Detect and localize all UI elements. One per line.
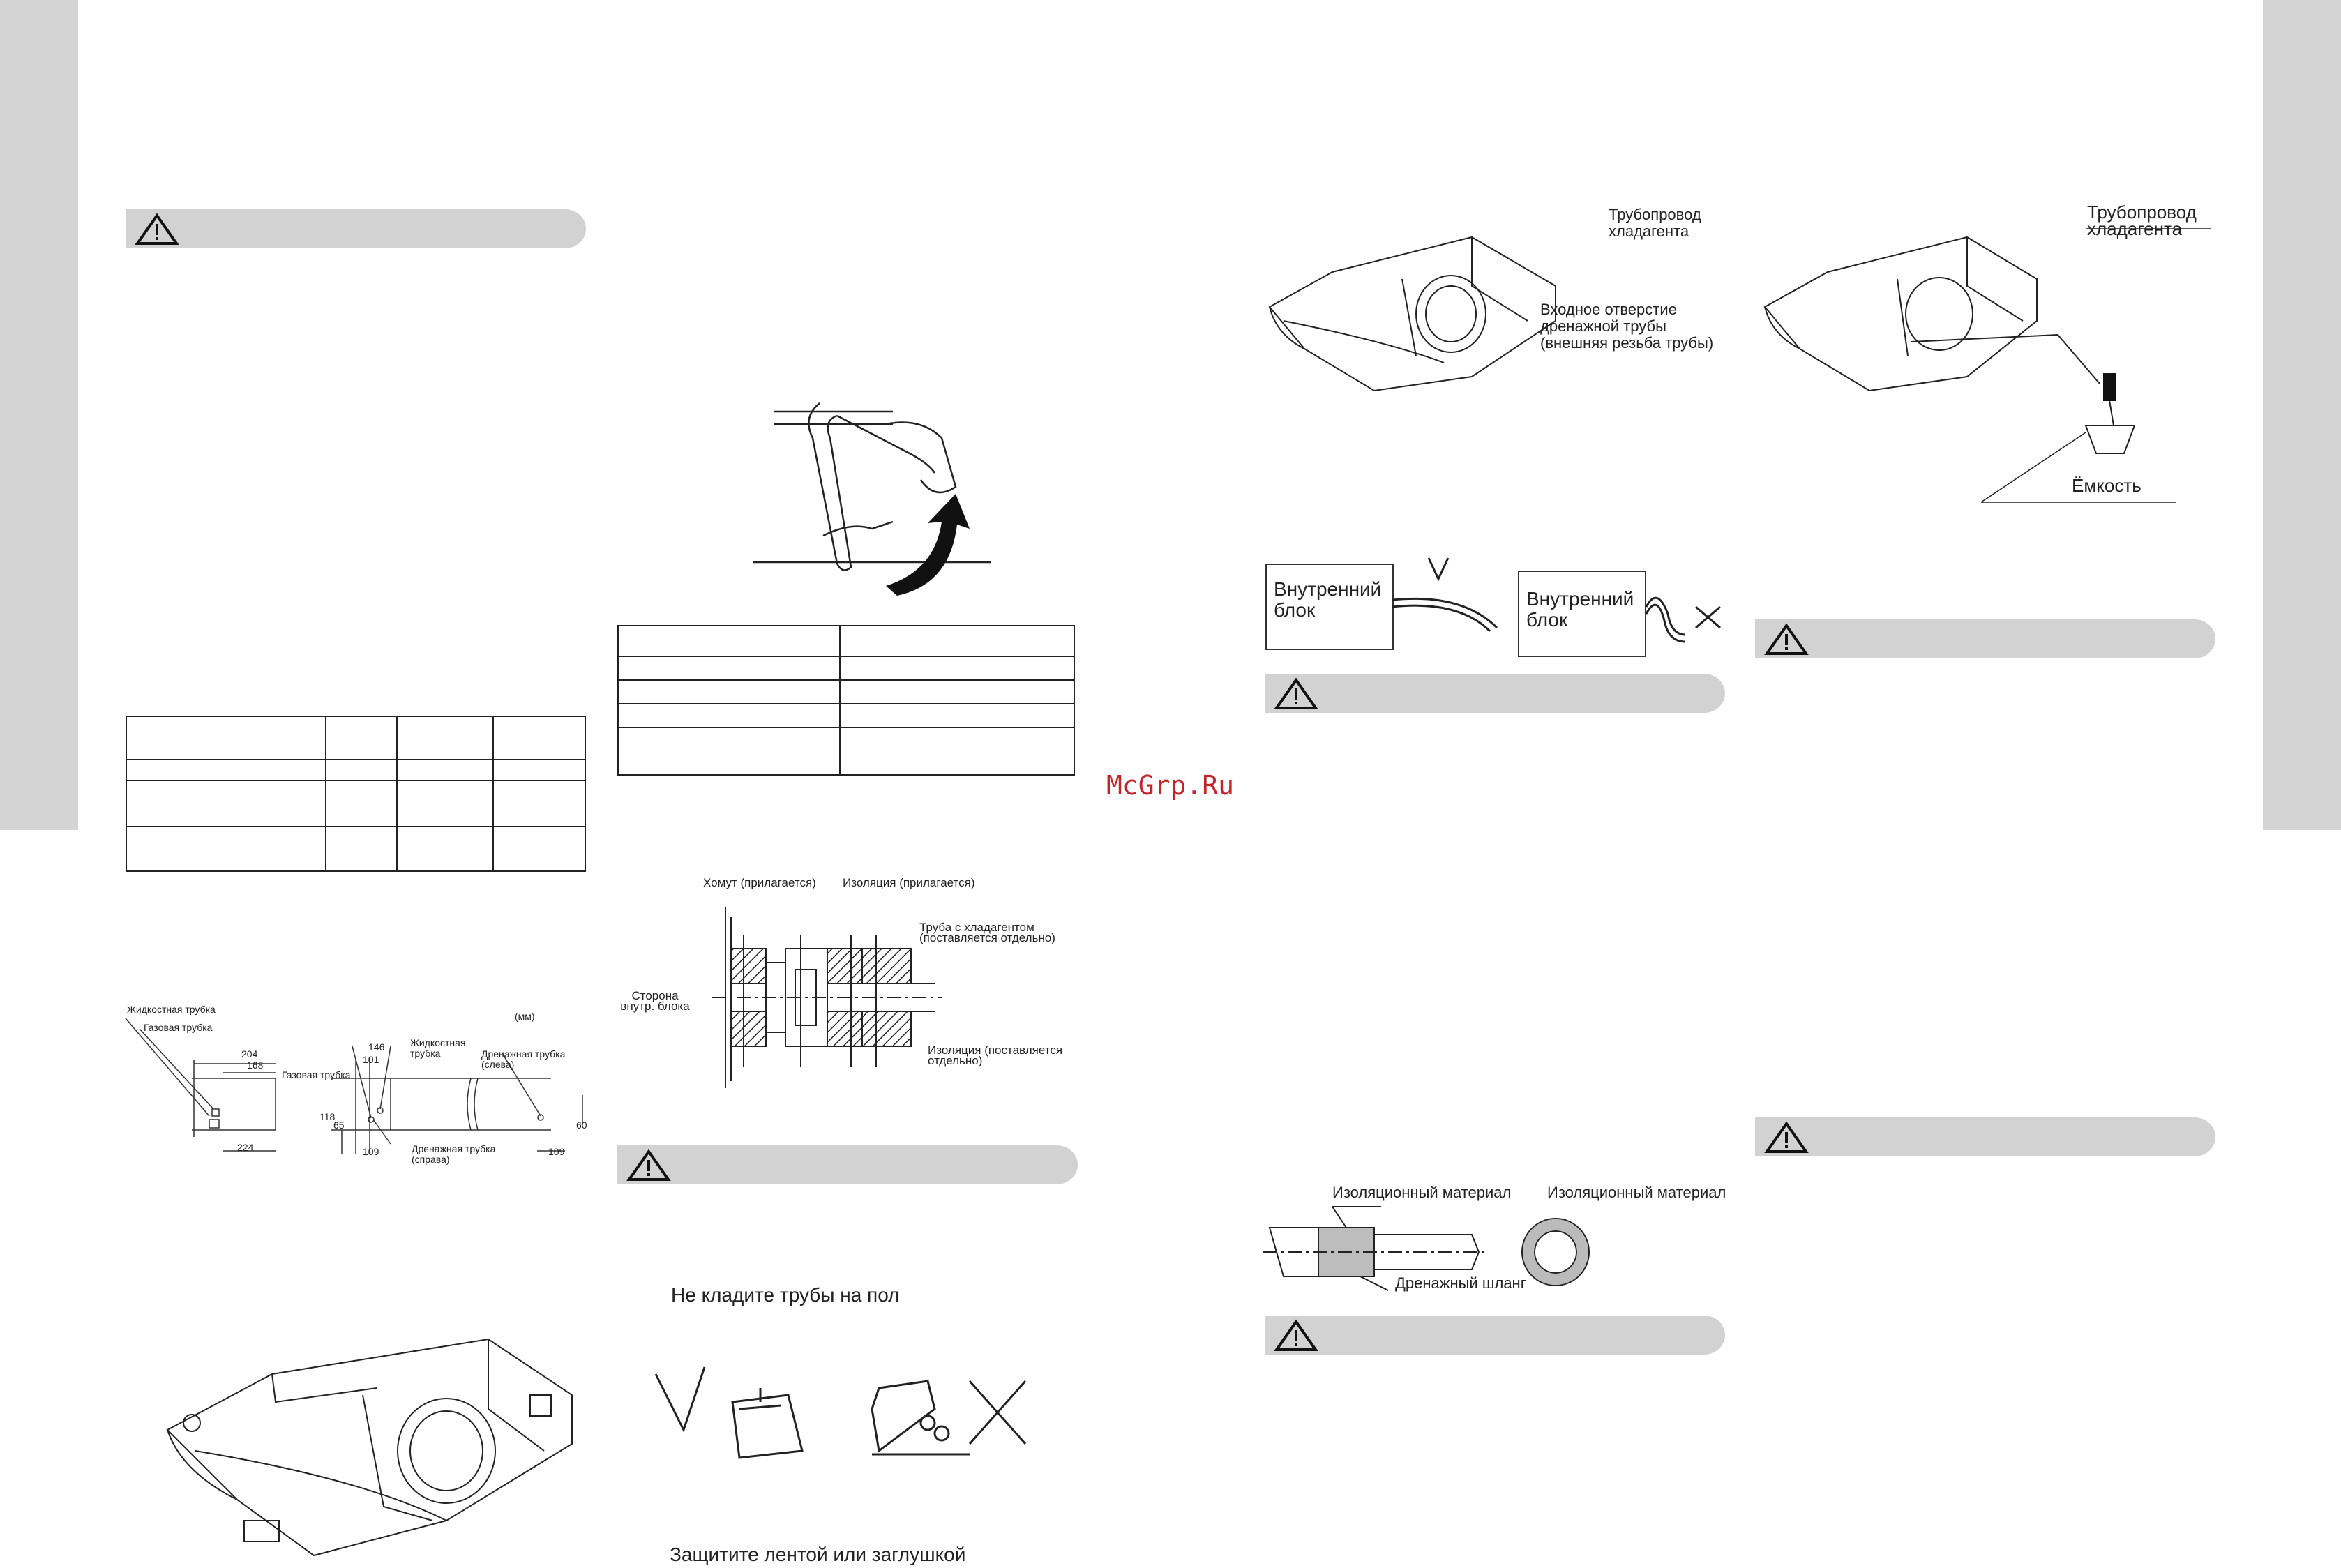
drain-slope-drawing: [1392, 557, 1721, 643]
label-clamp: Хомут (прилагается): [703, 876, 816, 889]
left-margin-strip: [0, 0, 78, 830]
label-insulation-separate: Изоляция (поставляется отдельно): [928, 1043, 1063, 1067]
warning-icon: [1274, 1319, 1318, 1351]
dim-168: 168: [247, 1060, 264, 1071]
dim-146: 146: [368, 1041, 385, 1053]
watermark: McGrp.Ru: [1106, 770, 1235, 801]
warning-icon: [1274, 677, 1318, 709]
dim-101: 101: [363, 1054, 379, 1065]
indoor-unit-box-ok: Внутренний блок: [1265, 564, 1394, 650]
dim-204: 204: [241, 1048, 258, 1060]
insulation-drawing: [712, 907, 942, 1088]
label-unit-mm: (мм): [515, 1011, 535, 1022]
label-refrigerant-pipe-separate: Труба с хладагентом (поставляется отдель…: [919, 921, 1055, 944]
label-liquid-pipe-2: Жидкостная трубка: [410, 1037, 466, 1059]
warning-bar-1: [126, 209, 586, 248]
torque-table: [617, 625, 1075, 776]
warning-icon: [1764, 623, 1809, 655]
label-gas-pipe: Газовая трубка: [144, 1022, 213, 1033]
pipe-handling-illustration: [654, 1366, 1027, 1459]
warning-bar-5: [1755, 619, 2215, 658]
label-insulation-material-2: Изоляционный материал: [1547, 1184, 1726, 1201]
label-container: Ёмкость: [2072, 475, 2141, 496]
indoor-unit-illustration-2: [1268, 236, 1556, 392]
label-drain-right: Дренажная трубка (справа): [412, 1143, 496, 1165]
label-refrigerant-line-1: Трубопровод хладагента: [1609, 206, 1701, 240]
warning-bar-4: [1265, 1316, 1725, 1355]
indoor-unit-box-bad: Внутренний блок: [1518, 571, 1646, 657]
pipe-position-drawing: [125, 1018, 583, 1154]
label-leader-lines: [1980, 228, 2211, 503]
warning-icon: [135, 213, 179, 245]
label-drain-hose: Дренажный шланг: [1395, 1274, 1526, 1292]
warning-icon: [626, 1149, 671, 1181]
warning-icon: [1764, 1121, 1809, 1153]
caption-no-floor: Не кладите трубы на пол: [671, 1284, 900, 1306]
dim-65: 65: [333, 1120, 345, 1131]
indoor-unit-illustration-1: [166, 1338, 573, 1557]
pipe-size-table: [126, 716, 586, 872]
warning-bar-2: [617, 1145, 1078, 1184]
drain-hose-insulation-drawing: [1263, 1206, 1590, 1291]
label-liquid-pipe: Жидкостная трубка: [127, 1004, 216, 1015]
dim-224: 224: [237, 1142, 254, 1153]
label-drain-left: Дренажная трубка (слева): [481, 1048, 566, 1070]
label-insulation-material-1: Изоляционный материал: [1332, 1184, 1512, 1201]
indoor-unit-illustration-3: [1763, 236, 2136, 454]
flare-nut-tightening-illustration: [753, 402, 991, 596]
right-margin-strip: [2263, 0, 2341, 830]
warning-bar-3: [1265, 674, 1725, 713]
warning-bar-6: [1755, 1117, 2215, 1156]
label-indoor-side: Сторона внутр. блока: [620, 989, 690, 1013]
caption-protect-tape: Защитите лентой или заглушкой: [670, 1544, 966, 1565]
dim-109-a: 109: [363, 1146, 379, 1157]
dim-60: 60: [576, 1120, 587, 1131]
label-gas-pipe-2: Газовая трубка: [282, 1069, 351, 1080]
label-drain-inlet: Входное отверстие дренажной трубы (внешн…: [1540, 301, 1714, 352]
dim-109-b: 109: [548, 1146, 565, 1157]
dim-118: 118: [319, 1111, 336, 1122]
label-insulation-included: Изоляция (прилагается): [843, 876, 975, 889]
